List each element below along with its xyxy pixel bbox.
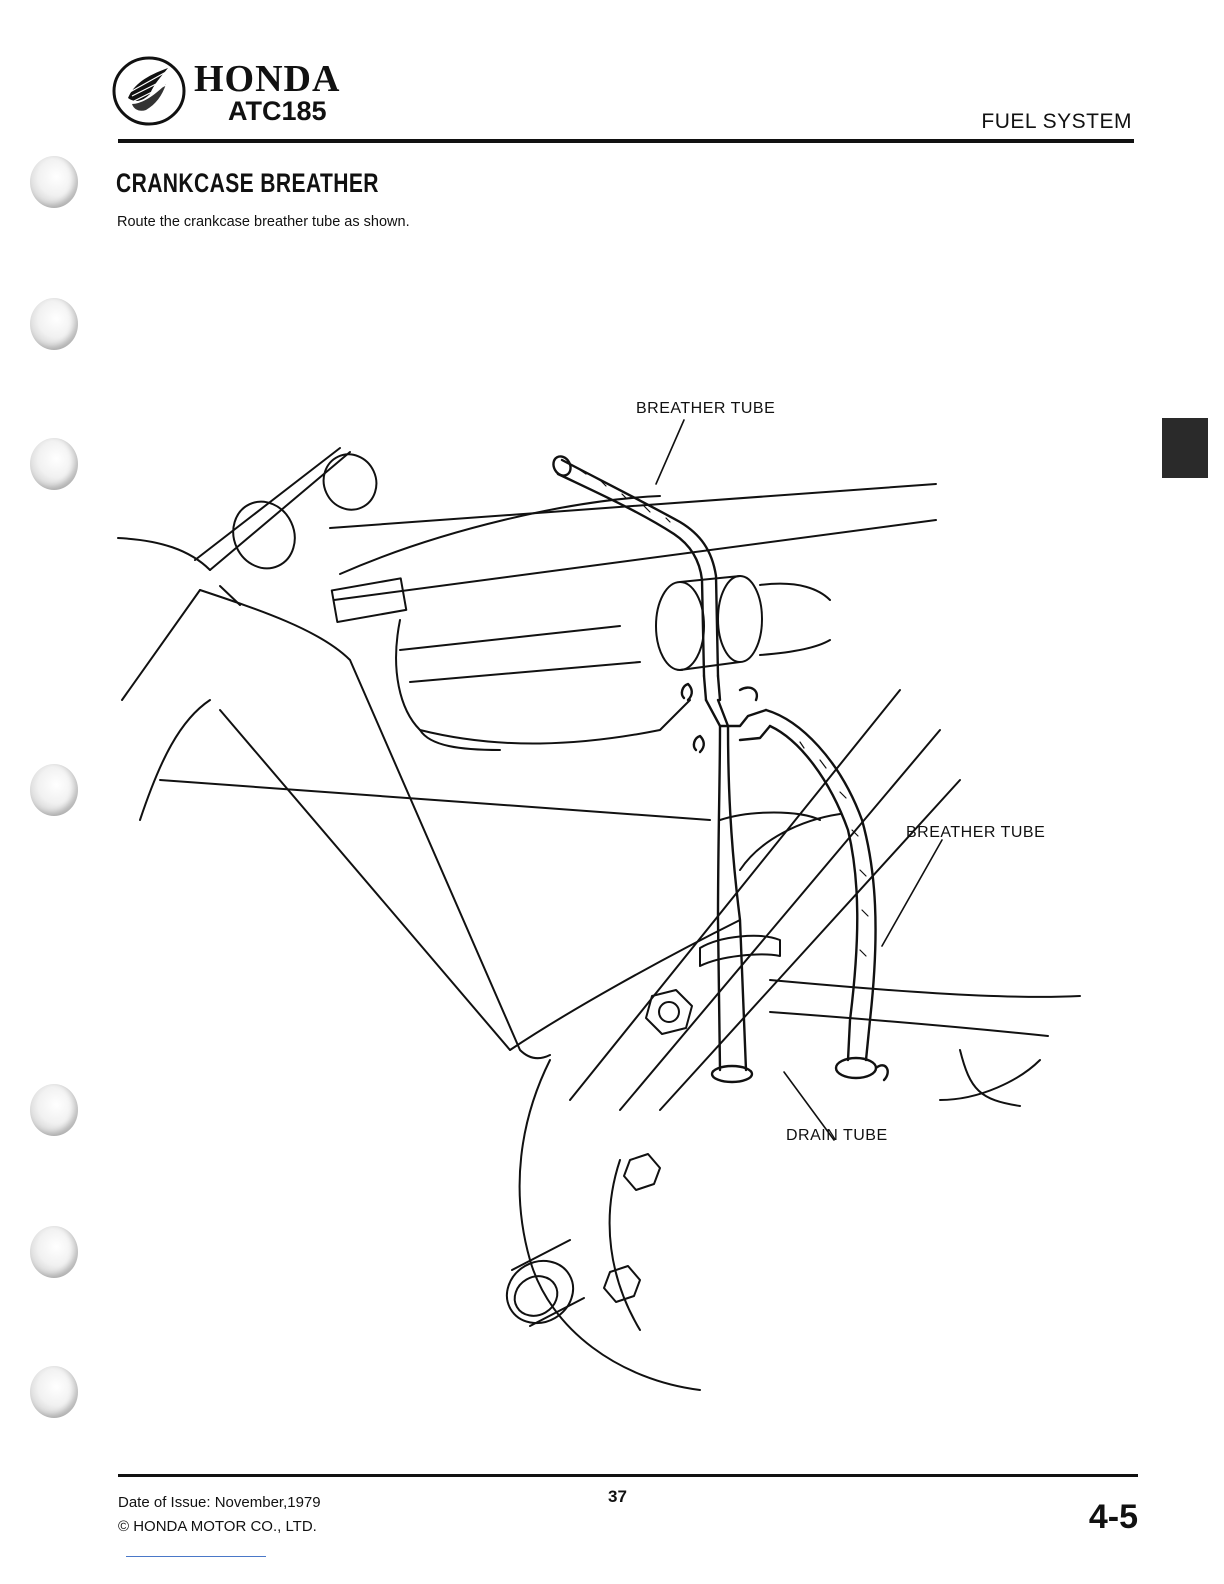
- honda-wing-logo: [110, 54, 188, 128]
- label-breather-tube-top: BREATHER TUBE: [636, 400, 775, 418]
- breather-tube-lower: [766, 710, 888, 1080]
- air-duct-hose: [656, 576, 830, 670]
- frame-bolt: [604, 990, 692, 1302]
- brand-name: HONDA: [194, 60, 340, 98]
- date-of-issue: Date of Issue: November,1979: [118, 1494, 321, 1511]
- intro-text: Route the crankcase breather tube as sho…: [117, 214, 410, 230]
- binder-hole: [30, 156, 78, 208]
- tube-clamp: [700, 813, 840, 967]
- scan-artifact-line: [126, 1556, 266, 1557]
- page-title: CRANKCASE BREATHER: [116, 168, 379, 199]
- binder-hole: [30, 438, 78, 490]
- binder-hole: [30, 764, 78, 816]
- binder-hole: [30, 1366, 78, 1418]
- section-thumb-tab: [1162, 418, 1208, 478]
- binder-hole: [30, 298, 78, 350]
- binder-hole: [30, 1226, 78, 1278]
- copyright-notice: © HONDA MOTOR CO., LTD.: [118, 1518, 317, 1535]
- footer-rule: [118, 1474, 1138, 1477]
- label-breather-tube-right: BREATHER TUBE: [906, 824, 1045, 842]
- header-rule: [118, 139, 1134, 143]
- binder-hole: [30, 1084, 78, 1136]
- breather-tube-upper: [550, 453, 718, 676]
- model-name: ATC185: [228, 98, 327, 125]
- breather-routing-diagram: [100, 400, 1100, 1450]
- label-drain-tube: DRAIN TUBE: [786, 1127, 888, 1145]
- section-page-number: 4-5: [1089, 1498, 1138, 1537]
- frame-outline: [118, 448, 1080, 1390]
- section-title: FUEL SYSTEM: [981, 110, 1132, 134]
- page-number: 37: [608, 1487, 627, 1507]
